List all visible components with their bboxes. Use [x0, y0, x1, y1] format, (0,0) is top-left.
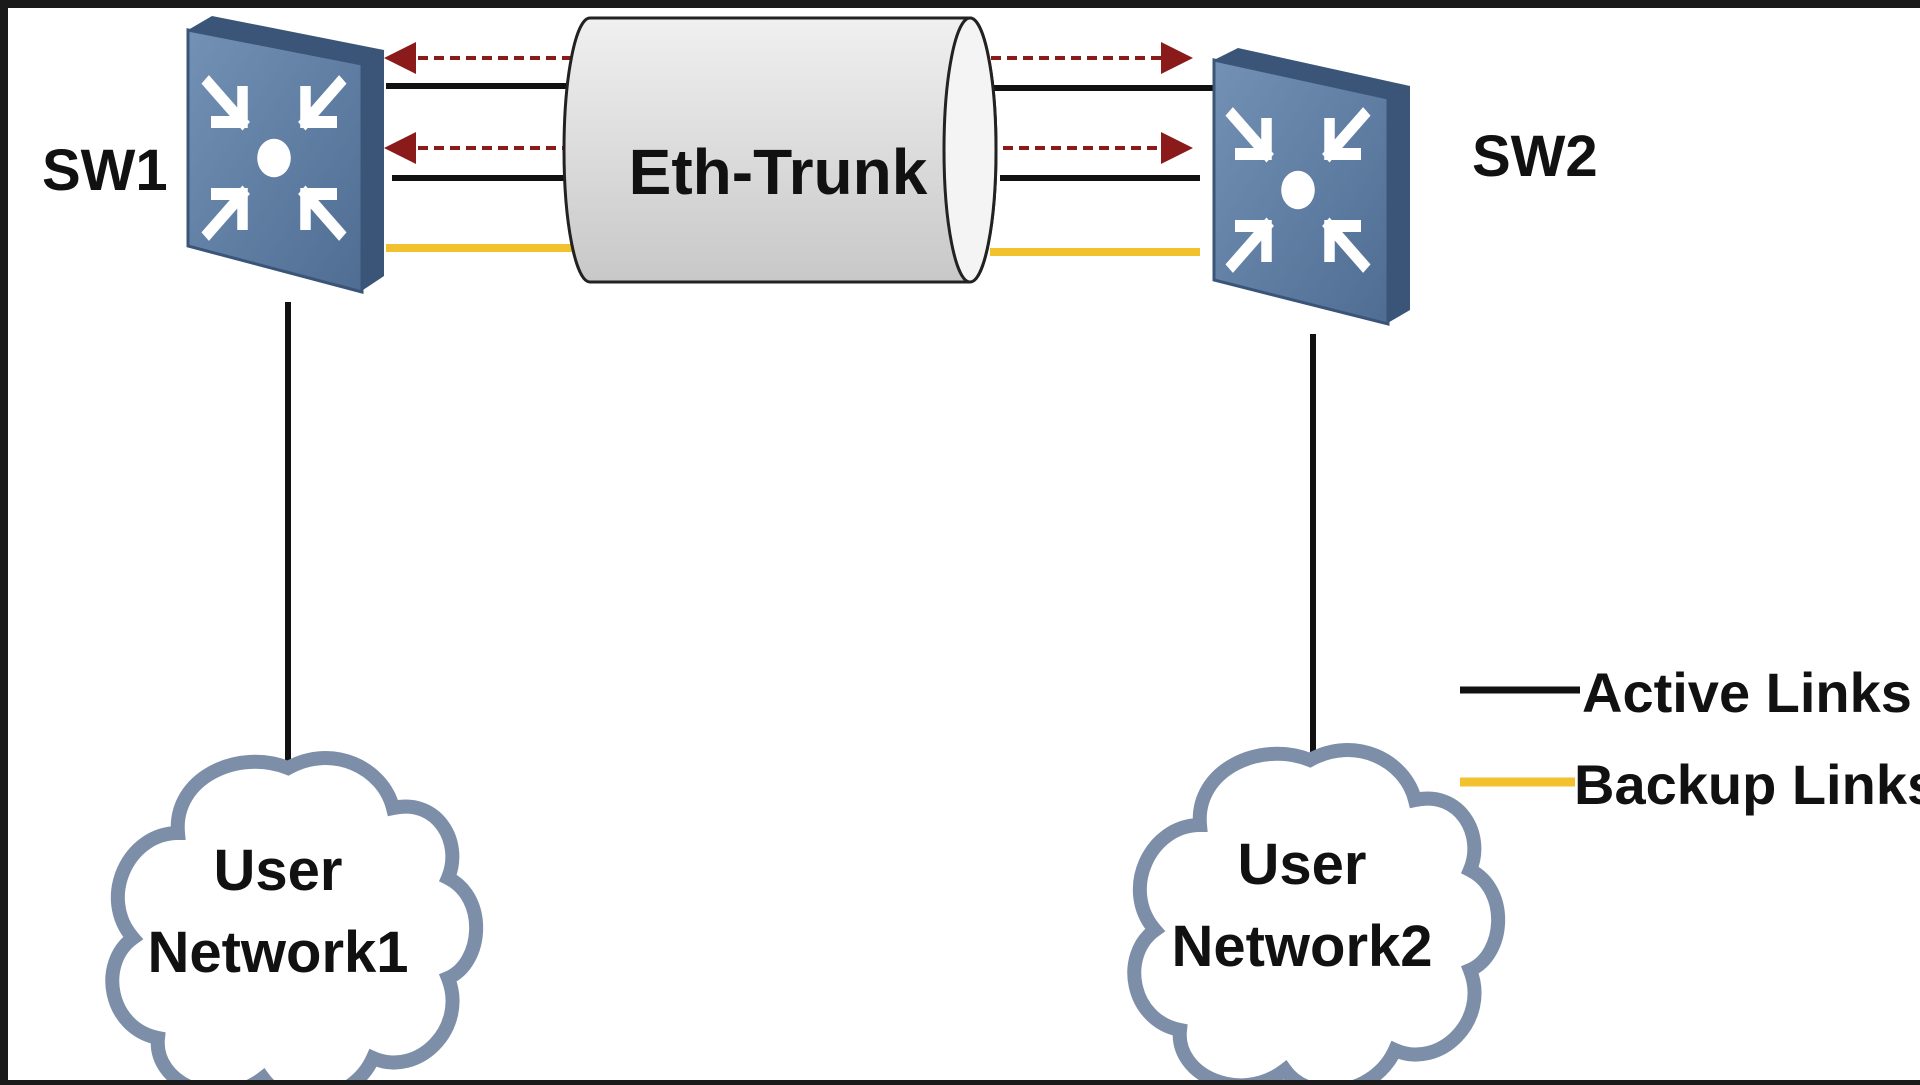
- user-network1-line2: Network1: [147, 920, 408, 985]
- sw1-label: SW1: [42, 138, 168, 203]
- legend-backup-label: Backup Links: [1574, 753, 1920, 816]
- sw2-label: SW2: [1472, 124, 1598, 189]
- user-network2-line2: Network2: [1171, 914, 1432, 979]
- user-network1-line1: User: [214, 838, 343, 903]
- eth-trunk-cylinder: Eth-Trunk: [562, 16, 998, 284]
- eth-trunk-label: Eth-Trunk: [629, 136, 928, 208]
- switch-sw1: [186, 16, 384, 294]
- switch-sw2: [1212, 48, 1410, 326]
- user-network2-line1: User: [1238, 832, 1367, 897]
- legend: Active Links Backup Links: [1460, 661, 1920, 816]
- legend-active-label: Active Links: [1582, 661, 1912, 724]
